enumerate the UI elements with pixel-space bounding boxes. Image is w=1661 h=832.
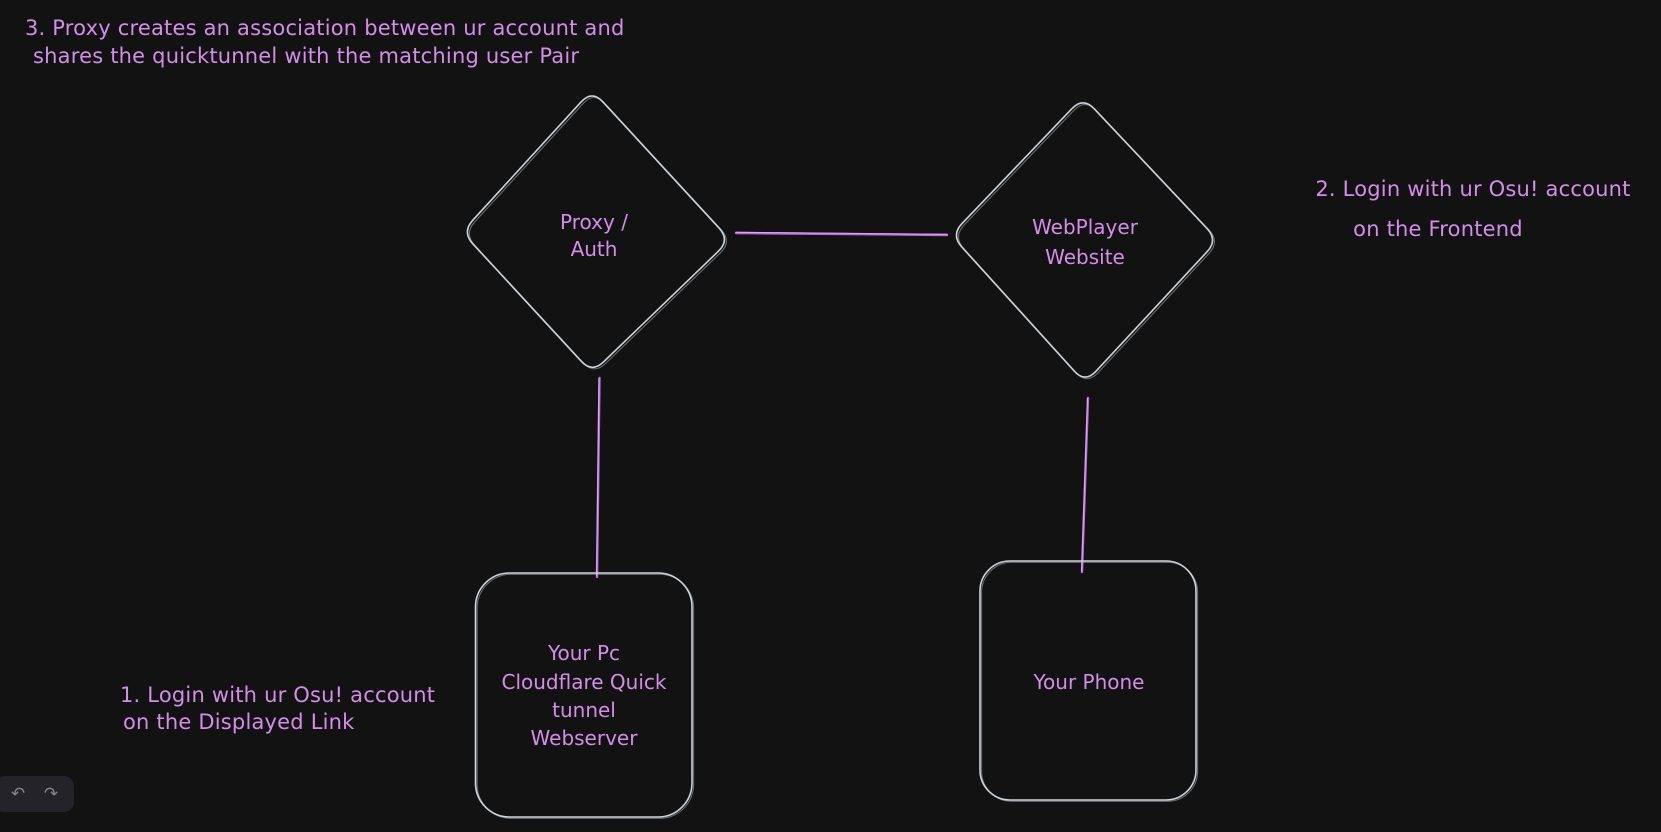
connector-webplayer-phone[interactable] <box>1080 396 1090 574</box>
webplayer-label-line1: WebPlayer <box>1032 215 1139 239</box>
shape-webplayer-diamond[interactable]: WebPlayer Website <box>955 102 1216 380</box>
annotation-step1-line1: 1. Login with ur Osu! account <box>120 683 435 707</box>
annotation-step2-line1: 2. Login with ur Osu! account <box>1315 177 1630 201</box>
webplayer-label-line2: Website <box>1045 245 1125 269</box>
pc-label-line2: Cloudflare Quick <box>502 670 667 694</box>
annotation-step2-line2: on the Frontend <box>1353 217 1523 241</box>
undo-button[interactable]: ↶ <box>7 782 29 806</box>
proxy-auth-label-line1: Proxy / <box>560 210 628 234</box>
undo-redo-toolbar: ↶ ↷ <box>0 776 74 812</box>
annotation-step-2[interactable]: 2. Login with ur Osu! account on the Fro… <box>1315 177 1630 241</box>
connector-proxy-webplayer[interactable] <box>734 231 949 237</box>
annotation-step3-line1: 3. Proxy creates an association between … <box>25 16 625 40</box>
connector-proxy-pc[interactable] <box>595 376 601 579</box>
shape-proxy-auth-diamond[interactable]: Proxy / Auth <box>466 95 727 370</box>
undo-icon: ↶ <box>10 784 26 804</box>
pc-label-line1: Your Pc <box>547 641 620 665</box>
pc-label-line4: Webserver <box>531 726 639 750</box>
pc-label-line3: tunnel <box>552 698 616 722</box>
shape-pc-webserver-rect[interactable]: Your Pc Cloudflare Quick tunnel Webserve… <box>474 572 695 819</box>
annotation-step-3[interactable]: 3. Proxy creates an association between … <box>25 16 625 68</box>
redo-button[interactable]: ↷ <box>40 782 62 806</box>
annotation-step1-line2: on the Displayed Link <box>123 710 355 734</box>
redo-icon: ↷ <box>43 784 59 804</box>
proxy-auth-label-line2: Auth <box>571 237 618 261</box>
phone-label-line1: Your Phone <box>1032 670 1144 694</box>
shape-phone-rect[interactable]: Your Phone <box>979 560 1199 802</box>
annotation-step-1[interactable]: 1. Login with ur Osu! account on the Dis… <box>120 683 435 734</box>
annotation-step3-line2: shares the quicktunnel with the matching… <box>33 44 579 68</box>
